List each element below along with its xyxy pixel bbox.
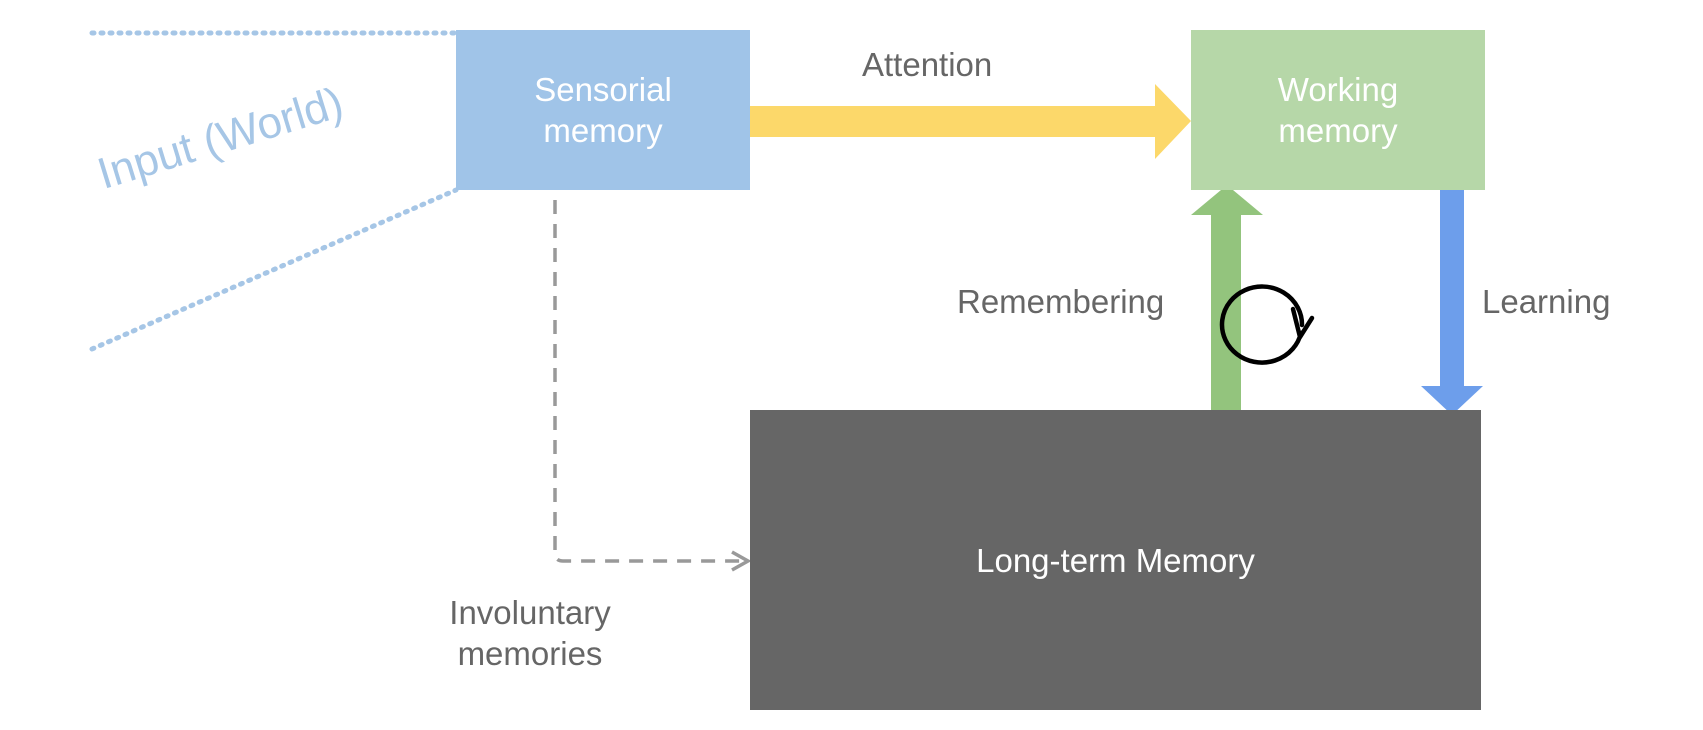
long-term-memory-box: Long-term Memory [750,410,1481,710]
sensorial-memory-box: Sensorial memory [456,30,750,190]
attention-arrow [750,84,1191,159]
working-memory-label: Working memory [1277,71,1399,149]
sensorial-memory-label: Sensorial memory [534,71,672,149]
working-memory-box: Working memory [1191,30,1485,190]
attention-label: Attention [862,46,993,83]
remembering-arrow [1191,185,1263,415]
long-term-memory-label: Long-term Memory [976,541,1255,579]
rotate-arrow-icon [1219,284,1315,365]
learning-arrow [1421,187,1483,415]
learning-label: Learning [1482,283,1611,320]
remembering-label: Remembering [957,283,1165,320]
input-lower-line [89,187,459,352]
involuntary-memories-label: Involuntary memories [449,594,611,672]
involuntary-arrowhead [731,550,752,572]
involuntary-arrow [553,200,740,563]
